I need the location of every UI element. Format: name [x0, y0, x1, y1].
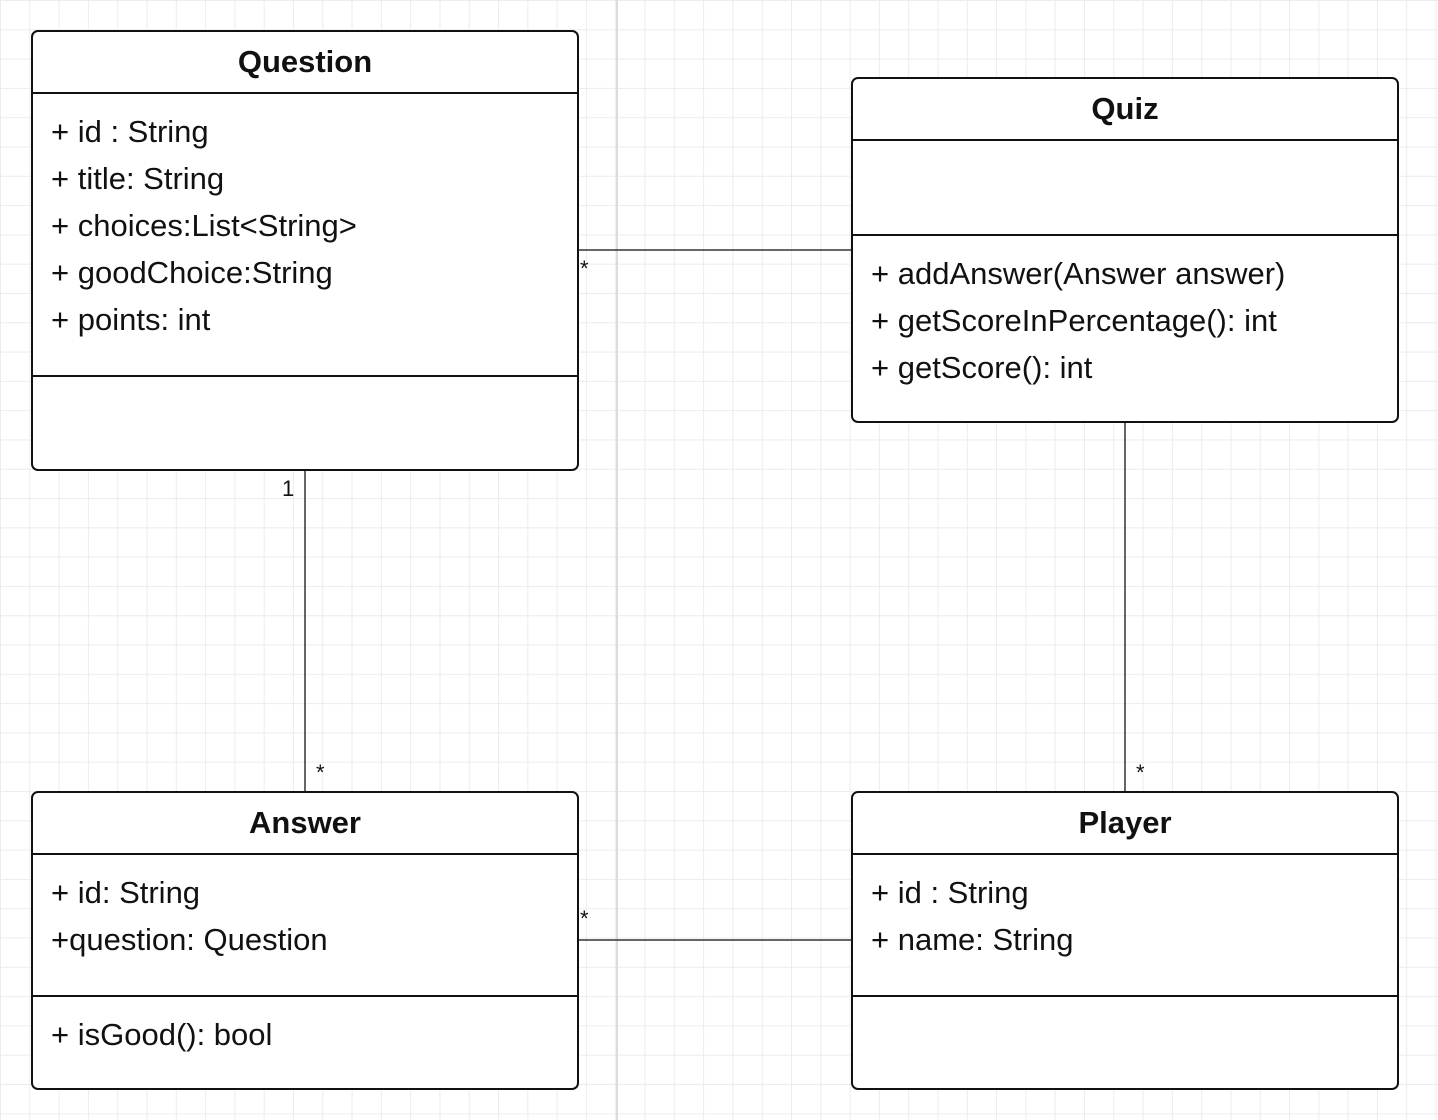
attribute: +question: Question	[51, 922, 328, 957]
multiplicity-quiz-player: *	[1136, 760, 1145, 785]
operation: + addAnswer(Answer answer)	[871, 256, 1286, 291]
attribute: + id: String	[51, 875, 201, 910]
class-quiz[interactable]: Quiz + addAnswer(Answer answer) + getSco…	[851, 77, 1399, 423]
operation: + getScore(): int	[871, 350, 1093, 385]
class-player[interactable]: Player + id : String + name: String	[851, 791, 1399, 1090]
class-quiz-operations: + addAnswer(Answer answer) + getScoreInP…	[853, 236, 1397, 421]
multiplicity-answer-player: *	[580, 906, 589, 931]
class-answer-operations: + isGood(): bool	[33, 997, 577, 1088]
class-question-name: Question	[33, 32, 577, 94]
class-question[interactable]: Question + id : String + title: String +…	[31, 30, 579, 471]
attribute: + choices:List<String>	[51, 208, 357, 243]
class-player-name: Player	[853, 793, 1397, 855]
class-question-attributes: + id : String + title: String + choices:…	[33, 94, 577, 377]
operation: + isGood(): bool	[51, 1017, 273, 1052]
class-player-attributes: + id : String + name: String	[853, 855, 1397, 997]
class-answer-attributes: + id: String +question: Question	[33, 855, 577, 997]
class-quiz-attributes	[853, 141, 1397, 236]
multiplicity-question-quiz: *	[580, 256, 589, 281]
attribute: + points: int	[51, 302, 211, 337]
attribute: + name: String	[871, 922, 1074, 957]
class-answer-name: Answer	[33, 793, 577, 855]
operation: + getScoreInPercentage(): int	[871, 303, 1277, 338]
class-player-operations	[853, 997, 1397, 1088]
attribute: + goodChoice:String	[51, 255, 333, 290]
class-quiz-name: Quiz	[853, 79, 1397, 141]
attribute: + id : String	[871, 875, 1029, 910]
multiplicity-question-answer-bottom: *	[316, 760, 325, 785]
attribute: + id : String	[51, 114, 209, 149]
attribute: + title: String	[51, 161, 225, 196]
multiplicity-question-answer-top: 1	[282, 476, 295, 501]
class-answer[interactable]: Answer + id: String +question: Question …	[31, 791, 579, 1090]
canvas-guide-line	[616, 0, 618, 1120]
class-question-operations	[33, 377, 577, 469]
